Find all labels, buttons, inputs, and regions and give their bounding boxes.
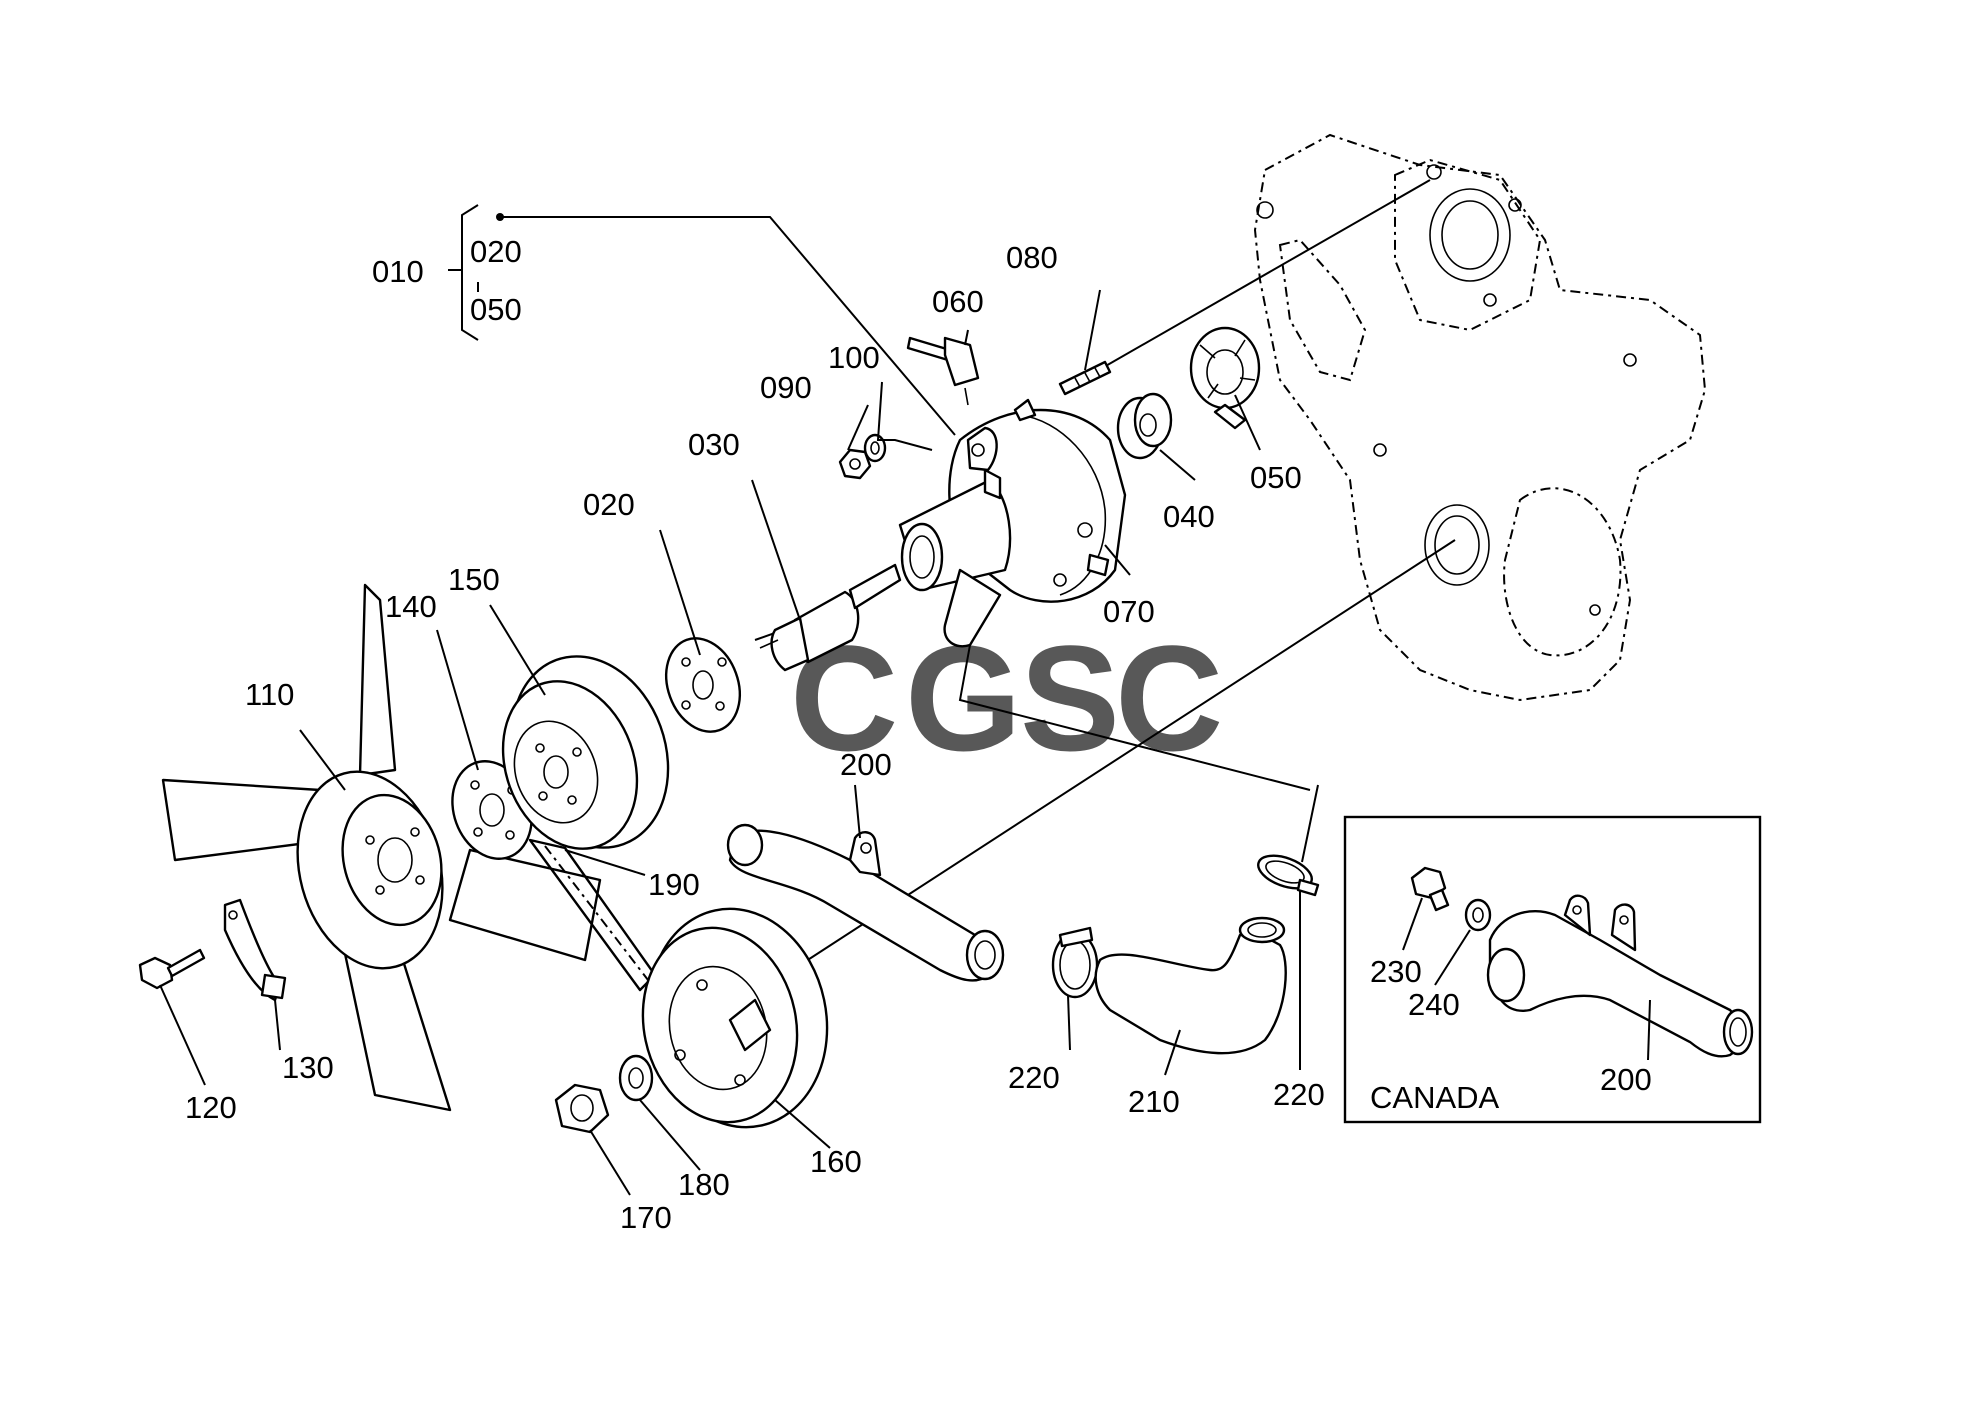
inset-label-230: 230 bbox=[1370, 954, 1422, 989]
inset-part-230-bolt bbox=[1410, 866, 1450, 912]
label-110: 110 bbox=[245, 677, 294, 712]
part-210-hose bbox=[1094, 916, 1287, 1055]
part-120-bolt bbox=[138, 948, 206, 990]
part-labels: 080 060 100 090 030 020 040 050 070 150 … bbox=[185, 240, 1325, 1235]
label-050: 050 bbox=[1250, 460, 1302, 495]
part-100-washer bbox=[863, 433, 887, 463]
part-220-clamp-left bbox=[1051, 926, 1099, 999]
part-220-clamp-right bbox=[1257, 854, 1320, 897]
water-pump-body bbox=[898, 398, 1127, 648]
gear-case-outline bbox=[1253, 133, 1707, 702]
part-180-washer bbox=[618, 1054, 654, 1102]
leader-lines bbox=[159, 289, 1301, 1196]
part-020-flange bbox=[665, 637, 741, 733]
label-080: 080 bbox=[1006, 240, 1058, 275]
label-090: 090 bbox=[760, 370, 812, 405]
label-100: 100 bbox=[828, 340, 880, 375]
part-030-shaft bbox=[759, 563, 902, 672]
inset-part-200-pipe bbox=[1486, 894, 1754, 1058]
part-050-impeller bbox=[1189, 326, 1261, 430]
label-180: 180 bbox=[678, 1167, 730, 1202]
label-170: 170 bbox=[620, 1200, 672, 1235]
part-200-pipe bbox=[726, 823, 1005, 982]
label-210: 210 bbox=[1128, 1084, 1180, 1119]
inset-part-240-washer bbox=[1464, 898, 1492, 932]
part-110-fan bbox=[161, 583, 602, 1112]
inset-label-200: 200 bbox=[1600, 1062, 1652, 1097]
inset-region-label: CANADA bbox=[1370, 1080, 1500, 1115]
label-220-left: 220 bbox=[1008, 1060, 1060, 1095]
label-030: 030 bbox=[688, 427, 740, 462]
label-020: 020 bbox=[583, 487, 635, 522]
part-130-plate bbox=[223, 898, 287, 1002]
canada-inset: 230 240 200 CANADA bbox=[1343, 815, 1762, 1124]
label-020-bracket: 020 bbox=[470, 234, 522, 269]
label-190: 190 bbox=[648, 867, 700, 902]
part-060-bolt bbox=[906, 336, 980, 406]
label-160: 160 bbox=[810, 1144, 862, 1179]
label-010: 010 bbox=[372, 254, 424, 289]
label-070: 070 bbox=[1103, 594, 1155, 629]
label-120: 120 bbox=[185, 1090, 237, 1125]
label-220-right: 220 bbox=[1273, 1077, 1325, 1112]
watermark-letter-c2: C bbox=[1115, 614, 1223, 782]
part-170-nut bbox=[554, 1083, 610, 1134]
label-060: 060 bbox=[932, 284, 984, 319]
label-130: 130 bbox=[282, 1050, 334, 1085]
part-040-seal bbox=[1116, 392, 1173, 460]
group-bracket: 010 020 050 bbox=[372, 204, 956, 436]
part-160-crank-pulley bbox=[641, 907, 829, 1129]
label-200: 200 bbox=[840, 747, 892, 782]
label-040: 040 bbox=[1163, 499, 1215, 534]
part-150-pulley bbox=[501, 655, 670, 850]
label-140: 140 bbox=[385, 589, 437, 624]
inset-label-240: 240 bbox=[1408, 987, 1460, 1022]
watermark-letter-s: S bbox=[1020, 614, 1120, 782]
part-090-nut bbox=[838, 448, 872, 480]
label-050-bracket: 050 bbox=[470, 292, 522, 327]
label-150: 150 bbox=[448, 562, 500, 597]
part-080-stud bbox=[1058, 360, 1112, 396]
